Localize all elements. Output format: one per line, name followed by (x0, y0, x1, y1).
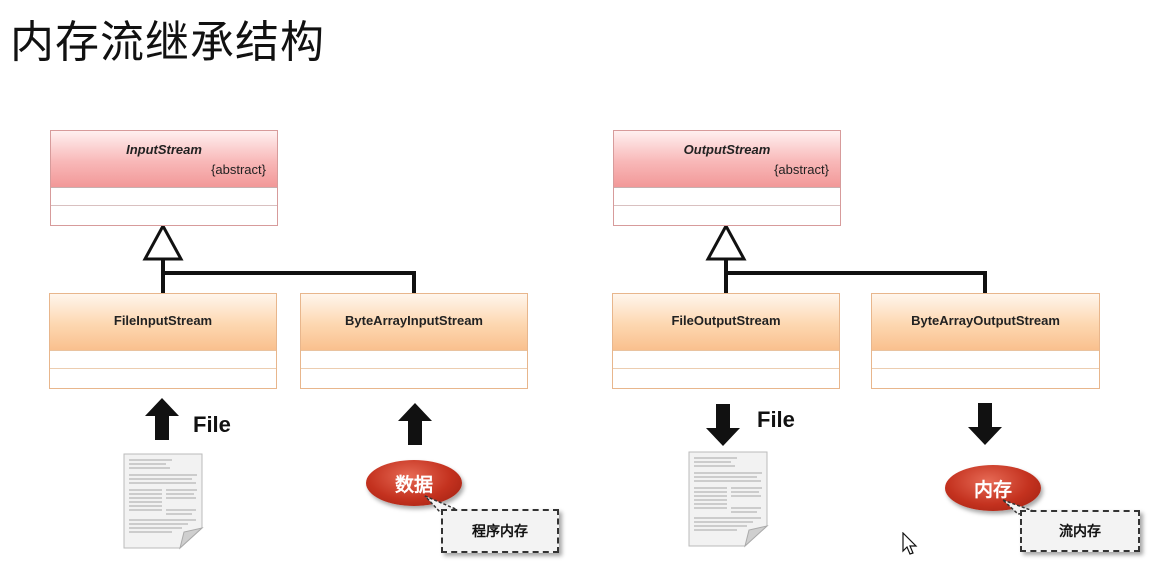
up-arrow-icon (145, 398, 179, 440)
memory-target-oval: 内存 (945, 465, 1041, 511)
document-icon (123, 453, 204, 550)
class-methods-row (614, 206, 840, 224)
file-target-label: File (757, 407, 795, 432)
document-icon (688, 451, 769, 548)
class-attributes-row (50, 351, 276, 369)
class-attributes-row (872, 351, 1099, 369)
class-methods-row (613, 369, 839, 387)
program-memory-note: 程序内存 (441, 509, 559, 553)
bytearrayoutputstream-class-box: ByteArrayOutputStream (871, 293, 1100, 389)
outputstream-class-box: OutputStream {abstract} (613, 130, 841, 226)
up-arrow-icon (398, 403, 432, 445)
class-attributes-row (613, 351, 839, 369)
bytearrayinputstream-class-box: ByteArrayInputStream (300, 293, 528, 389)
class-attributes-row (51, 188, 277, 206)
class-attributes-row (301, 351, 527, 369)
inputstream-stereotype: {abstract} (211, 162, 266, 177)
output-inheritance-triangle-icon (705, 222, 747, 261)
class-methods-row (301, 369, 527, 387)
inputstream-class-box: InputStream {abstract} (50, 130, 278, 226)
down-arrow-icon (968, 403, 1002, 445)
inputstream-class-name: InputStream (126, 142, 202, 157)
file-source-label: File (193, 412, 231, 437)
down-arrow-icon (706, 404, 740, 446)
class-methods-row (872, 369, 1099, 387)
mouse-cursor-icon (902, 532, 918, 555)
fileoutputstream-class-name: FileOutputStream (671, 313, 781, 328)
class-methods-row (50, 369, 276, 387)
bytearrayinputstream-class-name: ByteArrayInputStream (345, 313, 483, 328)
class-attributes-row (614, 188, 840, 206)
fileinputstream-class-box: FileInputStream (49, 293, 277, 389)
data-source-oval: 数据 (366, 460, 462, 506)
outputstream-stereotype: {abstract} (774, 162, 829, 177)
bytearrayoutputstream-class-name: ByteArrayOutputStream (911, 313, 1060, 328)
class-methods-row (51, 206, 277, 224)
stream-memory-note: 流内存 (1020, 510, 1140, 552)
input-inheritance-triangle-icon (142, 222, 184, 261)
outputstream-class-name: OutputStream (683, 142, 771, 157)
fileinputstream-class-name: FileInputStream (113, 313, 213, 328)
page-title: 内存流继承结构 (10, 17, 325, 68)
fileoutputstream-class-box: FileOutputStream (612, 293, 840, 389)
callout-pointer (424, 495, 460, 513)
